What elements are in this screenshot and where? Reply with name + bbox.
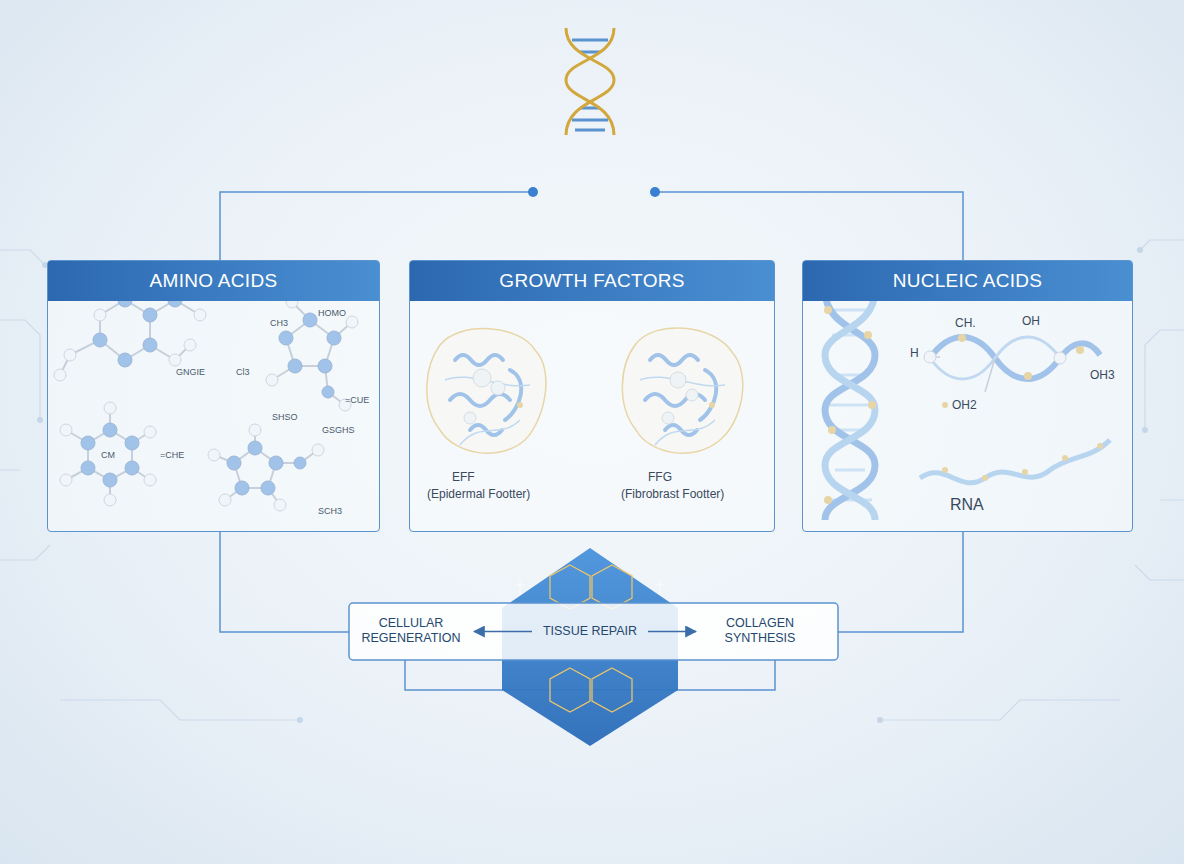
molecule-label: CM xyxy=(101,450,115,460)
flow-arrow xyxy=(474,631,532,633)
molecule-label: EFF xyxy=(452,470,475,484)
category-panel: AMINO ACIDS xyxy=(47,260,380,532)
dna-icon-part xyxy=(566,28,614,135)
dna-icon-part xyxy=(566,28,614,135)
circuit-dots-part xyxy=(877,717,883,723)
panel-heading: NUCLEIC ACIDS xyxy=(803,261,1132,301)
molecule-label: OH3 xyxy=(1090,368,1115,382)
molecule-label: (Epidermal Footter) xyxy=(427,487,530,501)
wire-dots xyxy=(528,187,660,197)
outcome-text: TISSUE REPAIR xyxy=(536,624,644,639)
center-diamond xyxy=(349,548,838,746)
center-diamond-part xyxy=(349,603,838,660)
center-diamond-part-part xyxy=(550,668,590,712)
outcome-label: TISSUE REPAIR xyxy=(536,624,644,639)
wire-dots-part xyxy=(528,187,538,197)
dna-icon-part-part xyxy=(572,39,608,42)
circuit-dots-part xyxy=(297,717,303,723)
molecule-label: =CHE xyxy=(160,450,184,460)
flow-arrow xyxy=(648,631,696,633)
dna-icon xyxy=(566,28,614,135)
frame-wires-part xyxy=(838,532,963,632)
circuit-dots-part xyxy=(1142,427,1148,433)
molecule-label: OH2 xyxy=(952,398,977,412)
molecule-label: GNGIE xyxy=(176,367,205,377)
center-diamond-part-part xyxy=(592,668,632,712)
circuit-dots xyxy=(37,247,1148,723)
molecule-label: H xyxy=(910,346,919,360)
molecule-label: GSGHS xyxy=(322,425,355,435)
molecule-label: SHSO xyxy=(272,412,298,422)
circuit-lines xyxy=(0,240,1184,720)
molecule-label: FFG xyxy=(648,470,672,484)
molecule-label: (Fibrobrast Footter) xyxy=(621,487,724,501)
outcome-text: COLLAGEN SYNTHESIS xyxy=(700,616,820,646)
category-panel: NUCLEIC ACIDS xyxy=(802,260,1133,532)
center-diamond-part xyxy=(515,580,665,595)
circuit-dots-part xyxy=(1137,247,1143,253)
panel-heading: GROWTH FACTORS xyxy=(410,261,774,301)
outcome-label: COLLAGEN SYNTHESIS xyxy=(700,616,820,646)
outcome-label: CELLULAR REGENERATION xyxy=(352,616,470,646)
frame-wires-part xyxy=(220,192,533,260)
dna-icon-part xyxy=(572,40,608,130)
circuit-lines-part xyxy=(0,250,50,560)
circuit-dots-part xyxy=(37,417,43,423)
dna-icon-part-part xyxy=(575,129,605,132)
panel-heading: AMINO ACIDS xyxy=(48,261,379,301)
molecule-label: =CUE xyxy=(345,395,369,405)
dna-icon-part-part xyxy=(572,119,608,122)
wire-dots-part xyxy=(650,187,660,197)
frame-wires-part xyxy=(220,532,349,632)
molecule-label: CH. xyxy=(955,316,976,330)
molecule-label: RNA xyxy=(950,496,984,514)
frame-wires-part xyxy=(655,192,963,260)
outcome-text: CELLULAR REGENERATION xyxy=(352,616,470,646)
molecule-label: OH xyxy=(1022,314,1040,328)
molecule-label: HOMO xyxy=(318,308,346,318)
center-diamond-part-part xyxy=(515,580,665,595)
molecule-label: Cl3 xyxy=(236,367,250,377)
molecule-label: CH3 xyxy=(270,318,288,328)
molecule-label: SCH3 xyxy=(318,506,342,516)
circuit-lines-part xyxy=(1135,240,1184,580)
